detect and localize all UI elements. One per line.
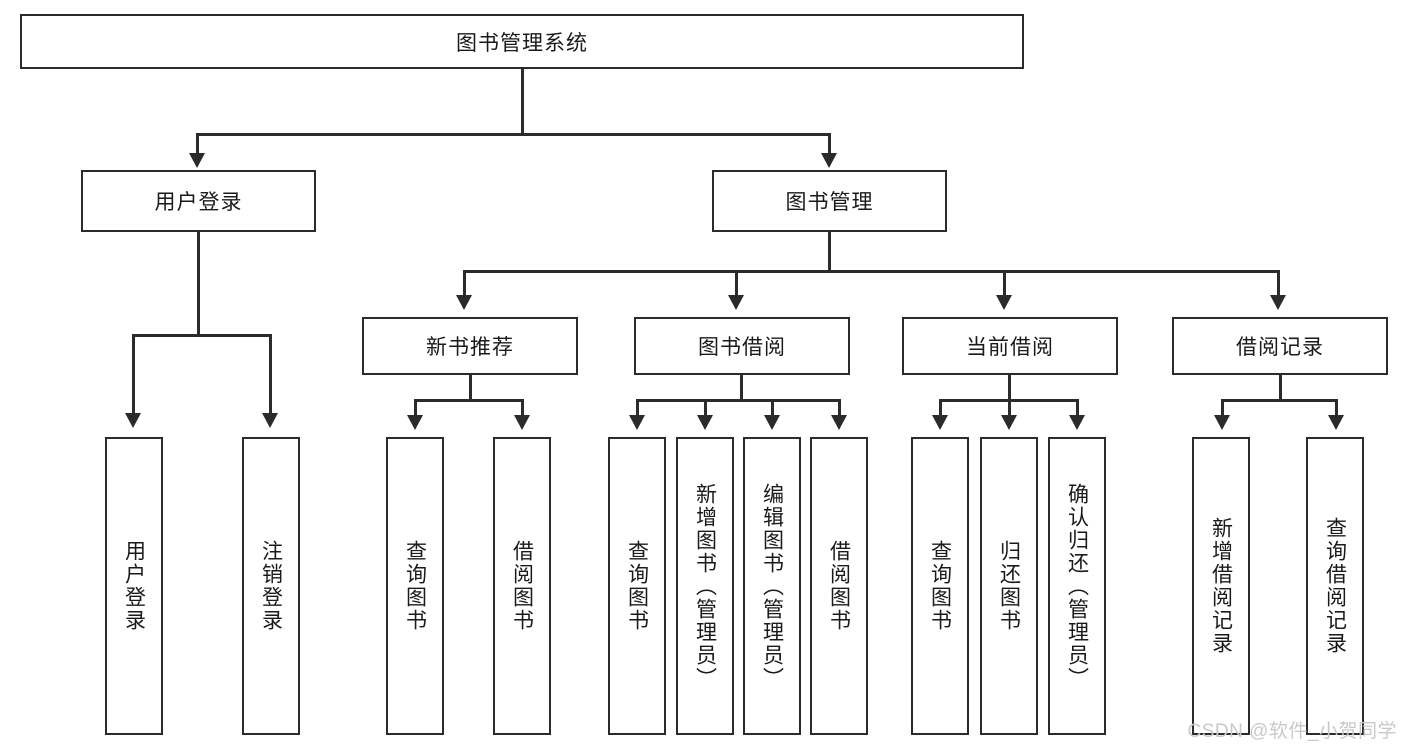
node-label: 新增图书（管理员） <box>693 482 717 690</box>
node-label: 当前借阅 <box>966 336 1054 359</box>
edge-new-book-drop-1 <box>414 399 417 417</box>
arrowhead-leaf-book-borrow-4 <box>831 415 847 430</box>
arrowhead-leaf-user-login-2 <box>262 413 278 428</box>
edge-new-book-drop-2 <box>521 399 524 417</box>
edge-current-borrow-drop-1 <box>939 399 942 417</box>
node-label: 注销登录 <box>259 540 283 632</box>
node-label: 查询图书 <box>625 540 649 632</box>
edge-book-borrow-drop-3 <box>771 399 774 417</box>
arrowhead-leaf-new-book-2 <box>514 415 530 430</box>
edge-user-login-bus <box>132 334 272 337</box>
node-label: 查询图书 <box>928 540 952 632</box>
edge-book-borrow-drop-2 <box>704 399 707 417</box>
node-root-system[interactable]: 图书管理系统 <box>20 14 1024 69</box>
leaf-user-login-login[interactable]: 用户登录 <box>105 437 163 735</box>
node-label: 借阅记录 <box>1236 336 1324 359</box>
edge-root-to-book-mgmt <box>828 133 831 156</box>
node-label: 图书管理 <box>785 191 874 214</box>
leaf-borrow-record-query-record[interactable]: 查询借阅记录 <box>1306 437 1364 735</box>
node-label: 图书借阅 <box>698 336 786 359</box>
node-label: 查询借阅记录 <box>1323 517 1347 655</box>
arrowhead-leaf-borrow-record-1 <box>1214 415 1230 430</box>
edge-book-mgmt-drop-3 <box>1003 270 1006 297</box>
edge-user-login-drop-2 <box>269 334 272 415</box>
arrowhead-leaf-current-borrow-1 <box>932 415 948 430</box>
edge-book-mgmt-drop-4 <box>1277 270 1280 297</box>
leaf-user-login-logout[interactable]: 注销登录 <box>242 437 300 735</box>
node-label: 新书推荐 <box>426 336 514 359</box>
edge-book-borrow-bus <box>636 399 840 402</box>
arrowhead-book-mgmt <box>821 153 837 168</box>
edge-book-mgmt-drop-1 <box>463 270 466 297</box>
node-user-login[interactable]: 用户登录 <box>81 170 316 232</box>
node-label: 图书管理系统 <box>456 31 588 55</box>
node-label: 借阅图书 <box>827 540 851 632</box>
leaf-borrow-record-add-record[interactable]: 新增借阅记录 <box>1192 437 1250 735</box>
leaf-current-borrow-confirm-return[interactable]: 确认归还（管理员） <box>1048 437 1106 735</box>
arrowhead-leaf-current-borrow-3 <box>1069 415 1085 430</box>
arrowhead-leaf-book-borrow-1 <box>629 415 645 430</box>
node-label: 编辑图书（管理员） <box>760 482 784 690</box>
edge-user-login-drop-1 <box>132 334 135 415</box>
leaf-new-book-borrow-book[interactable]: 借阅图书 <box>493 437 551 735</box>
watermark: CSDN @软件_小贺同学 <box>1187 721 1397 742</box>
node-label: 借阅图书 <box>510 540 534 632</box>
edge-borrow-record-stem <box>1279 375 1282 401</box>
node-book-borrow[interactable]: 图书借阅 <box>634 317 850 375</box>
edge-borrow-record-drop-2 <box>1335 399 1338 417</box>
arrowhead-leaf-borrow-record-2 <box>1328 415 1344 430</box>
edge-user-login-stem <box>197 232 200 336</box>
arrowhead-current-borrow <box>996 295 1012 310</box>
edge-root-bus <box>196 133 830 136</box>
leaf-book-borrow-borrow-book[interactable]: 借阅图书 <box>810 437 868 735</box>
leaf-new-book-query-book[interactable]: 查询图书 <box>386 437 444 735</box>
leaf-current-borrow-query-book[interactable]: 查询图书 <box>911 437 969 735</box>
node-label: 新增借阅记录 <box>1209 517 1233 655</box>
edge-current-borrow-drop-3 <box>1076 399 1079 417</box>
node-label: 查询图书 <box>403 540 427 632</box>
arrowhead-leaf-book-borrow-3 <box>764 415 780 430</box>
edge-book-borrow-drop-4 <box>838 399 841 417</box>
arrowhead-leaf-current-borrow-2 <box>1001 415 1017 430</box>
arrowhead-new-book-recommend <box>456 295 472 310</box>
arrowhead-leaf-new-book-1 <box>407 415 423 430</box>
node-label: 用户登录 <box>122 540 146 632</box>
edge-borrow-record-bus <box>1221 399 1338 402</box>
node-new-book-recommend[interactable]: 新书推荐 <box>362 317 578 375</box>
arrowhead-user-login <box>189 153 205 168</box>
node-label: 确认归还（管理员） <box>1065 482 1089 690</box>
edge-book-borrow-stem <box>740 375 743 401</box>
edge-root-to-user-login <box>196 133 199 156</box>
leaf-book-borrow-add-book[interactable]: 新增图书（管理员） <box>676 437 734 735</box>
node-borrow-record[interactable]: 借阅记录 <box>1172 317 1388 375</box>
edge-current-borrow-drop-2 <box>1008 399 1011 417</box>
edge-book-mgmt-bus <box>463 270 1280 273</box>
leaf-book-borrow-query-book[interactable]: 查询图书 <box>608 437 666 735</box>
edge-new-book-stem <box>469 375 472 401</box>
edge-current-borrow-stem <box>1008 375 1011 401</box>
edge-new-book-bus <box>414 399 524 402</box>
leaf-book-borrow-edit-book[interactable]: 编辑图书（管理员） <box>743 437 801 735</box>
node-current-borrow[interactable]: 当前借阅 <box>902 317 1118 375</box>
arrowhead-leaf-user-login-1 <box>125 413 141 428</box>
arrowhead-book-borrow <box>728 295 744 310</box>
node-label: 归还图书 <box>997 540 1021 632</box>
node-book-management[interactable]: 图书管理 <box>712 170 947 232</box>
node-label: 用户登录 <box>154 191 243 214</box>
edge-borrow-record-drop-1 <box>1221 399 1224 417</box>
edge-book-mgmt-drop-2 <box>735 270 738 297</box>
arrowhead-leaf-book-borrow-2 <box>697 415 713 430</box>
edge-book-borrow-drop-1 <box>636 399 639 417</box>
arrowhead-borrow-record <box>1270 295 1286 310</box>
edge-root-stem <box>521 69 524 135</box>
leaf-current-borrow-return-book[interactable]: 归还图书 <box>980 437 1038 735</box>
edge-book-mgmt-stem <box>828 232 831 272</box>
